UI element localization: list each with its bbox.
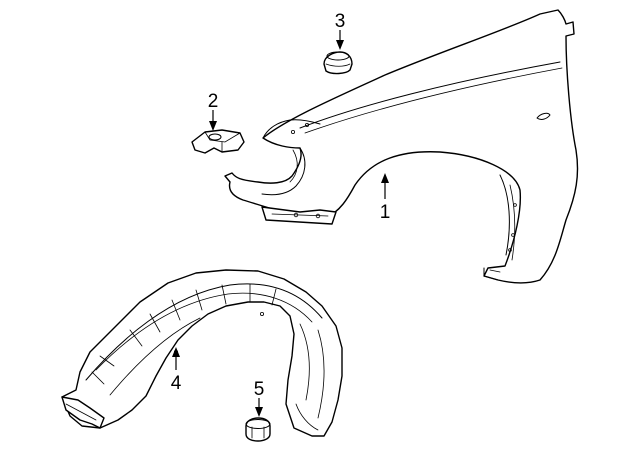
fender-liner-part xyxy=(61,269,343,437)
callout-1-label: 1 xyxy=(380,202,391,223)
callout-1-leader xyxy=(381,173,389,199)
callout-3-leader xyxy=(336,30,344,50)
grommet-part xyxy=(323,51,353,75)
bracket-part xyxy=(191,129,245,154)
callout-3-label: 3 xyxy=(335,11,346,32)
callout-4-label: 4 xyxy=(171,373,182,394)
callout-2-label: 2 xyxy=(208,91,219,112)
callout-5-label: 5 xyxy=(254,379,265,400)
callout-2-leader xyxy=(209,110,217,131)
callout-4-leader xyxy=(172,347,180,370)
callout-5-leader xyxy=(255,398,263,417)
clip-part xyxy=(245,417,271,442)
fender-part xyxy=(224,9,579,284)
